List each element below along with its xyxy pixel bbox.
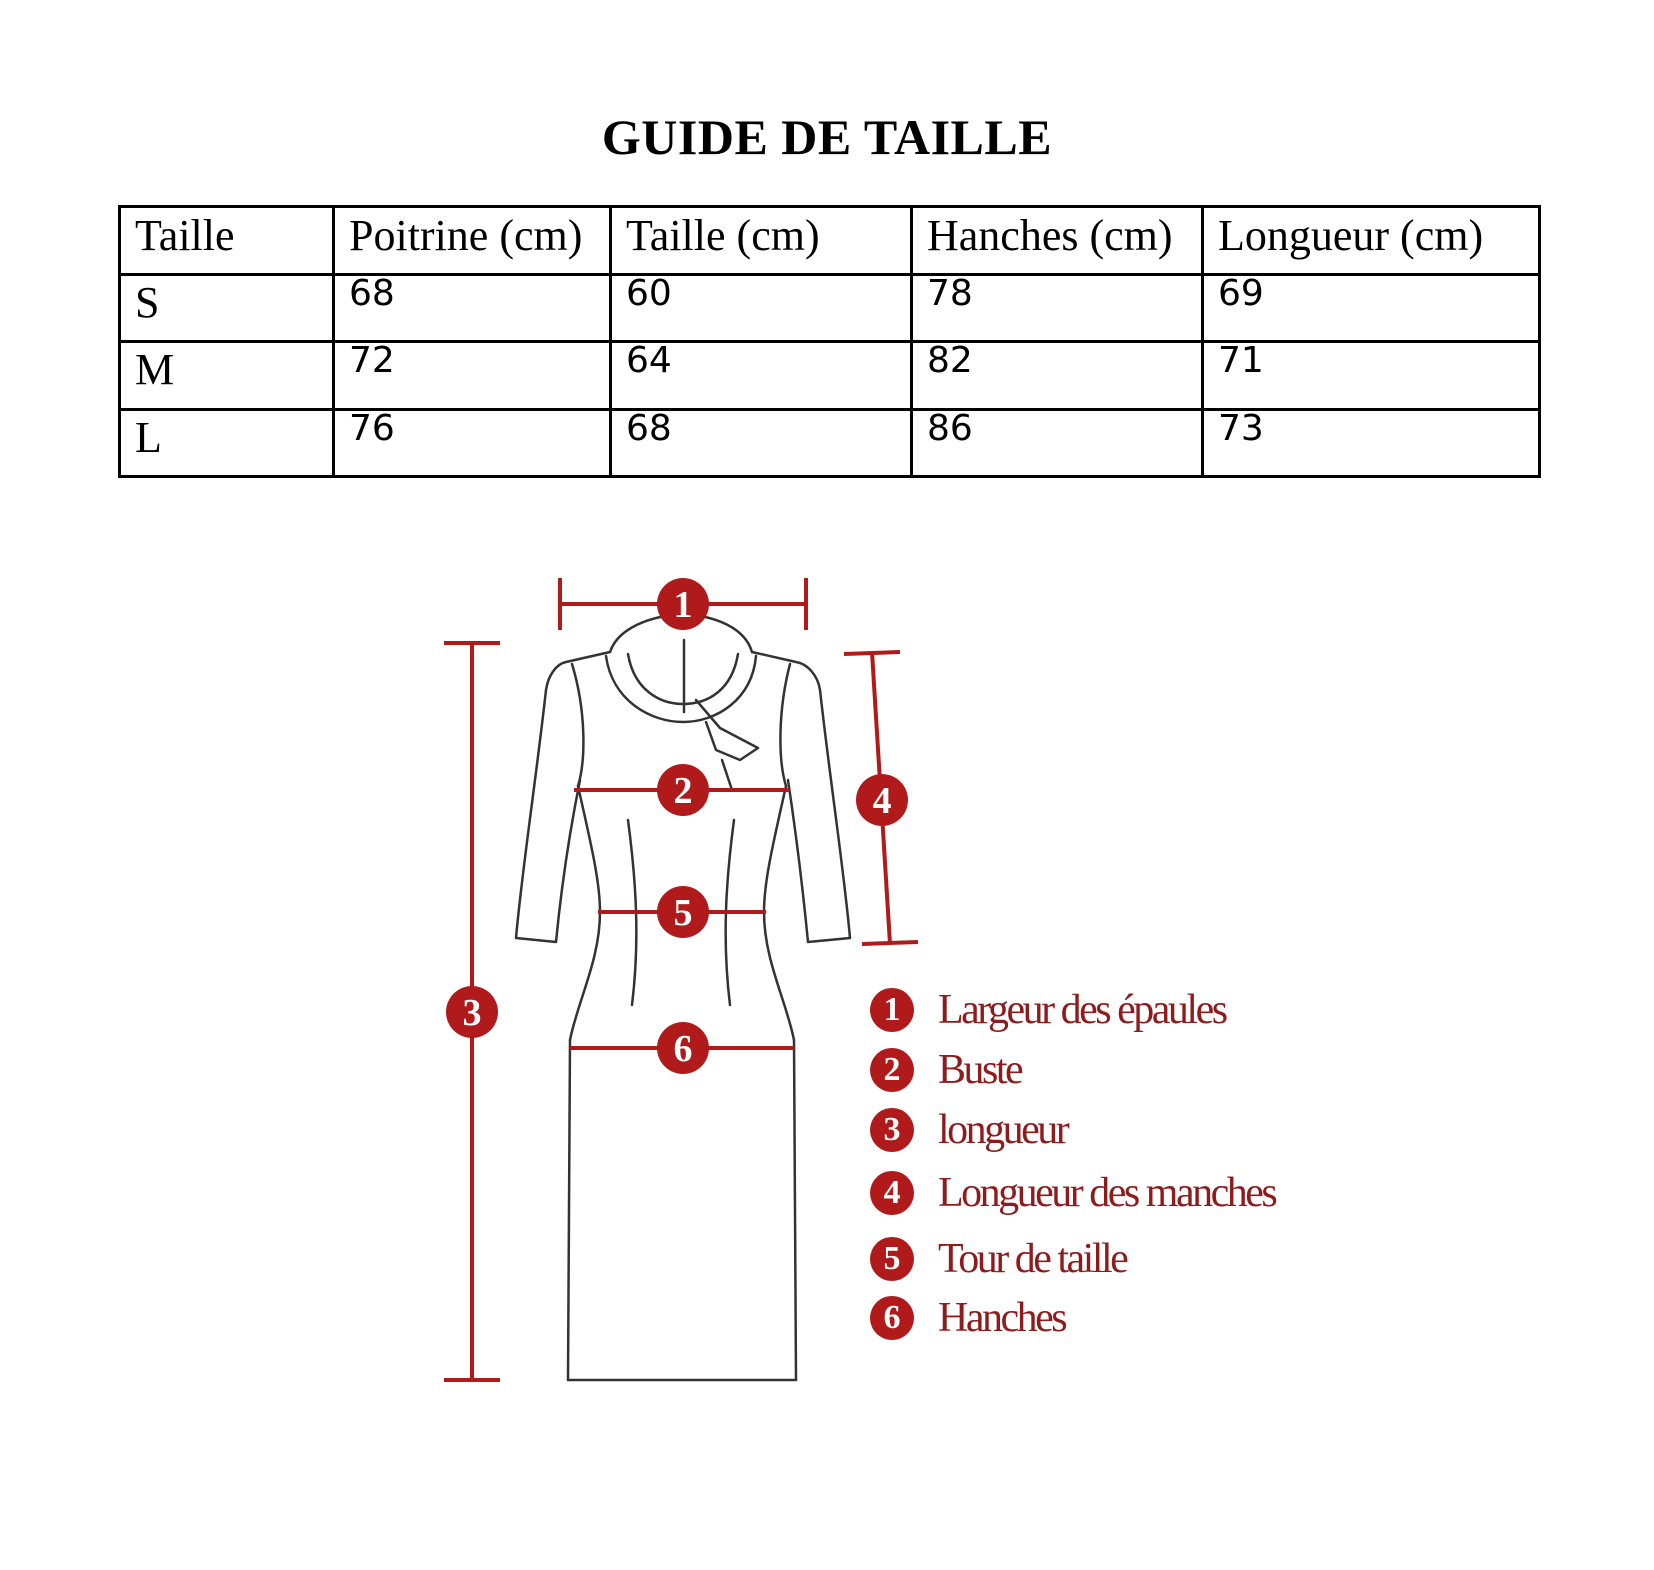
legend-item: 5 Tour de taille bbox=[870, 1234, 1129, 1284]
legend-label: Hanches bbox=[938, 1295, 1068, 1341]
marker-5: 5 bbox=[657, 886, 709, 938]
marker-6: 6 bbox=[657, 1022, 709, 1074]
column-header: Taille (cm) bbox=[609, 205, 913, 276]
table-cell: 82 bbox=[910, 340, 1204, 411]
legend-item: 2 Buste bbox=[870, 1045, 1024, 1095]
measurement-lines bbox=[444, 578, 919, 1382]
table-cell-size: L bbox=[118, 407, 335, 478]
legend-item: 1 Largeur des épaules bbox=[870, 985, 1228, 1035]
table-header-row: Taille Poitrine (cm) Taille (cm) Hanches… bbox=[118, 205, 1541, 276]
table-cell: 69 bbox=[1201, 272, 1541, 343]
marker-label: 2 bbox=[674, 770, 693, 812]
table-cell: 64 bbox=[609, 340, 913, 411]
table-cell: 68 bbox=[332, 272, 612, 343]
size-table: Taille Poitrine (cm) Taille (cm) Hanches… bbox=[118, 205, 1541, 478]
legend-number: 1 bbox=[870, 988, 914, 1032]
table-cell: 76 bbox=[332, 407, 612, 478]
table-cell: 60 bbox=[609, 272, 913, 343]
marker-label: 1 bbox=[674, 584, 693, 626]
table-cell: 86 bbox=[910, 407, 1204, 478]
table-cell: 78 bbox=[910, 272, 1204, 343]
legend-item: 3 longueur bbox=[870, 1105, 1070, 1155]
table-cell-size: S bbox=[118, 272, 335, 343]
table-cell: 73 bbox=[1201, 407, 1541, 478]
marker-label: 4 bbox=[873, 780, 892, 822]
dress-outline bbox=[514, 612, 852, 1382]
marker-4: 4 bbox=[856, 774, 908, 826]
marker-label: 6 bbox=[674, 1028, 693, 1070]
legend-item: 6 Hanches bbox=[870, 1293, 1068, 1343]
marker-label: 5 bbox=[674, 892, 693, 934]
table-cell: 71 bbox=[1201, 340, 1541, 411]
page-title: GUIDE DE TAILLE bbox=[601, 109, 1053, 165]
legend-label: Tour de taille bbox=[938, 1236, 1129, 1282]
table-row: L 76 68 86 73 bbox=[118, 407, 1541, 478]
table-cell-size: M bbox=[118, 340, 335, 411]
marker-3: 3 bbox=[446, 986, 498, 1038]
marker-label: 3 bbox=[463, 992, 482, 1034]
legend-number: 4 bbox=[870, 1171, 914, 1215]
legend-number: 2 bbox=[870, 1048, 914, 1092]
legend-item: 4 Longueur des manches bbox=[870, 1168, 1278, 1218]
column-header: Poitrine (cm) bbox=[332, 205, 612, 276]
table-row: S 68 60 78 69 bbox=[118, 272, 1541, 343]
marker-2: 2 bbox=[657, 764, 709, 816]
table-row: M 72 64 82 71 bbox=[118, 340, 1541, 411]
legend-label: Buste bbox=[938, 1047, 1024, 1093]
table-cell: 68 bbox=[609, 407, 913, 478]
table-cell: 72 bbox=[332, 340, 612, 411]
legend-label: Longueur des manches bbox=[938, 1170, 1278, 1216]
column-header: Hanches (cm) bbox=[910, 205, 1204, 276]
legend-number: 3 bbox=[870, 1108, 914, 1152]
legend-number: 5 bbox=[870, 1237, 914, 1281]
column-header: Taille bbox=[118, 205, 335, 276]
marker-1: 1 bbox=[657, 578, 709, 630]
column-header: Longueur (cm) bbox=[1201, 205, 1541, 276]
legend-label: longueur bbox=[938, 1107, 1070, 1153]
legend-number: 6 bbox=[870, 1296, 914, 1340]
legend-label: Largeur des épaules bbox=[938, 987, 1228, 1033]
